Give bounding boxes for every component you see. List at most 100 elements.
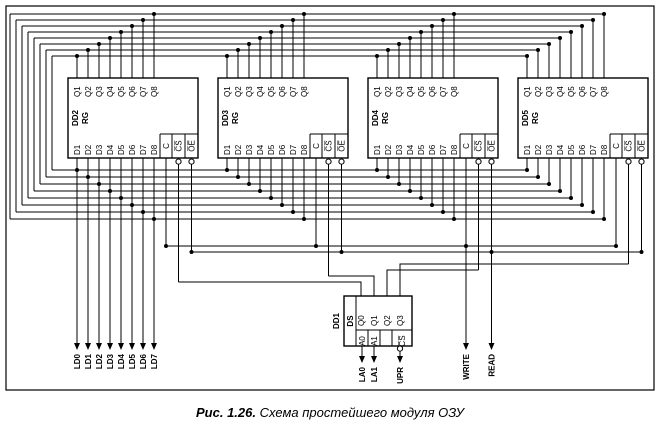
junction-dot [75,168,79,172]
signal-label: LD0 [73,353,82,369]
pin-label: Q7 [589,86,598,97]
chip-type: DS [346,315,355,327]
chip-id: DD1 [332,312,341,329]
junction-dot [397,42,401,46]
pin-label: D1 [373,144,382,155]
junction-dot [602,217,606,221]
pin-label: Q5 [567,86,576,97]
pin-label: C̅S̅ [175,140,184,152]
pin-label: D5 [117,144,126,155]
junction-dot [97,42,101,46]
pin-label: Q2 [534,86,543,97]
arrowhead [118,343,124,350]
junction-dot [525,168,529,172]
junction-dot [86,48,90,52]
junction-dot [536,175,540,179]
junction-dot [430,203,434,207]
decoder-body [343,295,413,347]
pin-label: Q4 [406,86,415,97]
pin-label: Q1 [523,86,532,97]
junction-dot [291,210,295,214]
junction-dot [525,54,529,58]
pin-label: C̅S̅ [625,140,634,152]
pin-label: D1 [73,144,82,155]
junction-dot [108,189,112,193]
arrowhead [74,343,80,350]
pin-label: Q8 [150,86,159,97]
junction-dot [419,30,423,34]
pin-label: A1 [370,336,379,346]
pin-label: Q2 [234,86,243,97]
pin-label: O̅E̅ [338,140,347,152]
inversion-bubble [396,345,404,352]
junction-dot [386,48,390,52]
junction-dot [602,12,606,16]
pin-label: D1 [223,144,232,155]
pin-label: D2 [234,144,243,155]
select-route [328,275,375,296]
pin-label: D4 [556,144,565,155]
pin-label: D3 [395,144,404,155]
inversion-bubble [638,158,645,165]
pin-label: D7 [139,144,148,155]
figure-title: Схема простейшего модуля ОЗУ [259,405,464,420]
inversion-bubble [325,158,332,165]
inversion-bubble [338,158,345,165]
pin-label: Q1 [223,86,232,97]
junction-dot [569,196,573,200]
pin-label: C [462,143,471,149]
chip-type: RG [81,112,90,124]
junction-dot [130,24,134,28]
pin-label: D3 [95,144,104,155]
junction-dot [130,203,134,207]
junction-dot [591,18,595,22]
arrowhead [140,343,146,350]
inversion-bubble [188,158,195,165]
pin-label: Q1 [370,315,379,326]
pin-label: Q7 [139,86,148,97]
pin-label: D2 [534,144,543,155]
pin-label: D4 [256,144,265,155]
junction-dot [580,24,584,28]
pin-label: Q2 [384,86,393,97]
pin-label: D1 [523,144,532,155]
arrowhead [463,343,469,350]
register-body [67,77,199,159]
chip-id: DD3 [221,109,230,126]
junction-dot [269,30,273,34]
junction-dot [280,24,284,28]
pin-label: Q2 [84,86,93,97]
junction-dot [397,182,401,186]
junction-dot [375,168,379,172]
signal-label: LD1 [84,353,93,369]
junction-dot [247,182,251,186]
pin-label: C [162,143,171,149]
pin-label: C̅S̅ [475,140,484,152]
junction-dot [408,189,412,193]
pin-label: Q7 [439,86,448,97]
junction-dot [247,42,251,46]
junction-dot [547,42,551,46]
junction-dot [258,36,262,40]
pin-label: Q5 [417,86,426,97]
junction-dot [269,196,273,200]
figure-number: Рис. 1.26. [196,405,256,420]
pin-label: C [612,143,621,149]
junction-dot [119,30,123,34]
junction-dot [547,182,551,186]
select-route [178,281,362,296]
signal-label: LD7 [150,353,159,369]
pin-label: O̅E̅ [488,140,497,152]
pin-label: D7 [439,144,448,155]
junction-dot [302,12,306,16]
pin-label: D4 [406,144,415,155]
inversion-bubble [475,158,482,165]
pin-label: Q1 [373,86,382,97]
pin-label: Q5 [117,86,126,97]
pin-label: D8 [600,144,609,155]
register-body [217,77,349,159]
arrowhead [151,343,157,350]
junction-dot [430,24,434,28]
chip-type: RG [231,112,240,124]
